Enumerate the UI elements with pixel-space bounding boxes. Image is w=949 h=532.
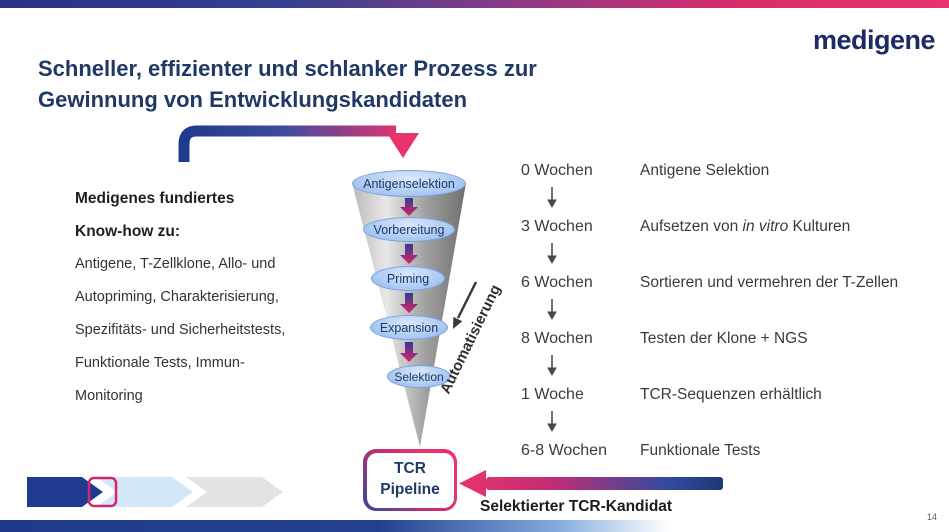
- know-how-line: Funktionale Tests, Immun-: [75, 355, 245, 371]
- stage-arrow-1: [400, 198, 418, 216]
- stage-arrow-2: [400, 244, 418, 264]
- funnel-stage-antigenselektion: Antigenselektion: [352, 170, 466, 197]
- know-how-line: Antigene, T-Zellklone, Allo- und: [75, 256, 276, 272]
- process-chevrons: [27, 476, 283, 508]
- page-title: Schneller, effizienter und schlanker Pro…: [38, 53, 537, 115]
- timeline-step-label: Testen der Klone + NGS: [640, 330, 808, 348]
- medigene-logo: medigene: [813, 25, 936, 55]
- timeline-step-label: Antigene Selektion: [640, 162, 769, 180]
- tcr-pipeline-box: TCR Pipeline: [363, 449, 457, 511]
- know-how-panel: Medigenes fundiertes Know-how zu: Antige…: [75, 182, 360, 413]
- timeline-arrows: [547, 187, 557, 433]
- chevron-gray: [186, 477, 283, 507]
- funnel-stage-expansion: Expansion: [370, 315, 448, 340]
- know-how-heading-line-1: Medigenes fundiertes: [75, 190, 235, 207]
- tcr-box-line-2: Pipeline: [380, 481, 440, 498]
- label-text: TCR-Sequenzen erhältlich: [640, 386, 822, 403]
- timeline-weeks: 6-8 Wochen: [521, 442, 607, 459]
- funnel-stage-arrows: [400, 198, 418, 362]
- label-text: Funktionale Tests: [640, 442, 761, 459]
- know-how-line: Spezifitäts- und Sicherheitstests,: [75, 322, 286, 338]
- timeline-step-label: TCR-Sequenzen erhältlich: [640, 386, 822, 404]
- know-how-line: Monitoring: [75, 388, 143, 404]
- chevron-dark: [27, 477, 103, 507]
- chevron-lightblue: [96, 477, 193, 507]
- timeline-step-label: Aufsetzen von in vitro Kulturen: [640, 218, 850, 236]
- funnel-stage-selektion: Selektion: [387, 365, 451, 388]
- timeline-arrow-4: [547, 355, 557, 377]
- result-arrow: [459, 470, 723, 497]
- funnel-stage-vorbereitung: Vorbereitung: [363, 217, 455, 242]
- title-line-1: Schneller, effizienter und schlanker Pro…: [38, 56, 537, 81]
- top-curved-arrow: [178, 125, 419, 162]
- stage-arrow-3: [400, 293, 418, 313]
- timeline-weeks: 0 Wochen: [521, 162, 593, 179]
- title-line-2: Gewinnung von Entwicklungskandidaten: [38, 87, 468, 112]
- tcr-box-line-1: TCR: [394, 460, 426, 478]
- know-how-line: Autopriming, Charakterisierung,: [75, 289, 279, 305]
- label-italic: in vitro: [742, 218, 789, 235]
- label-text: Testen der Klone + NGS: [640, 330, 808, 347]
- label-text: Sortieren und vermehren der T-Zellen: [640, 274, 899, 291]
- label-text: Aufsetzen von: [640, 218, 743, 235]
- top-accent-bar: [0, 0, 949, 8]
- timeline-step-label: Funktionale Tests: [640, 442, 760, 460]
- timeline-weeks: 6 Wochen: [521, 274, 593, 291]
- selected-candidate-caption: Selektierter TCR-Kandidat: [480, 498, 673, 515]
- label-text: Kulturen: [788, 218, 851, 235]
- timeline-arrow-2: [547, 243, 557, 265]
- know-how-heading-line-2: Know-how zu:: [75, 223, 181, 240]
- page-number: 14: [926, 512, 937, 522]
- timeline-step-label: Sortieren und vermehren der T-Zellen: [640, 274, 898, 292]
- automation-arrow: [453, 281, 478, 329]
- tcr-pipeline-box-inner: TCR Pipeline: [366, 452, 454, 508]
- timeline-arrow-1: [547, 187, 557, 209]
- timeline-arrow-3: [547, 299, 557, 321]
- timeline-weeks: 8 Wochen: [521, 330, 593, 347]
- stage-arrow-4: [400, 342, 418, 362]
- funnel-stage-priming: Priming: [371, 266, 445, 291]
- timeline-arrow-5: [547, 411, 557, 433]
- timeline-weeks: 1 Woche: [521, 386, 584, 403]
- chevron-highlight-box: [87, 476, 118, 508]
- bottom-accent-bar: [0, 520, 690, 532]
- timeline-weeks: 3 Wochen: [521, 218, 593, 235]
- label-text: Antigene Selektion: [640, 162, 770, 179]
